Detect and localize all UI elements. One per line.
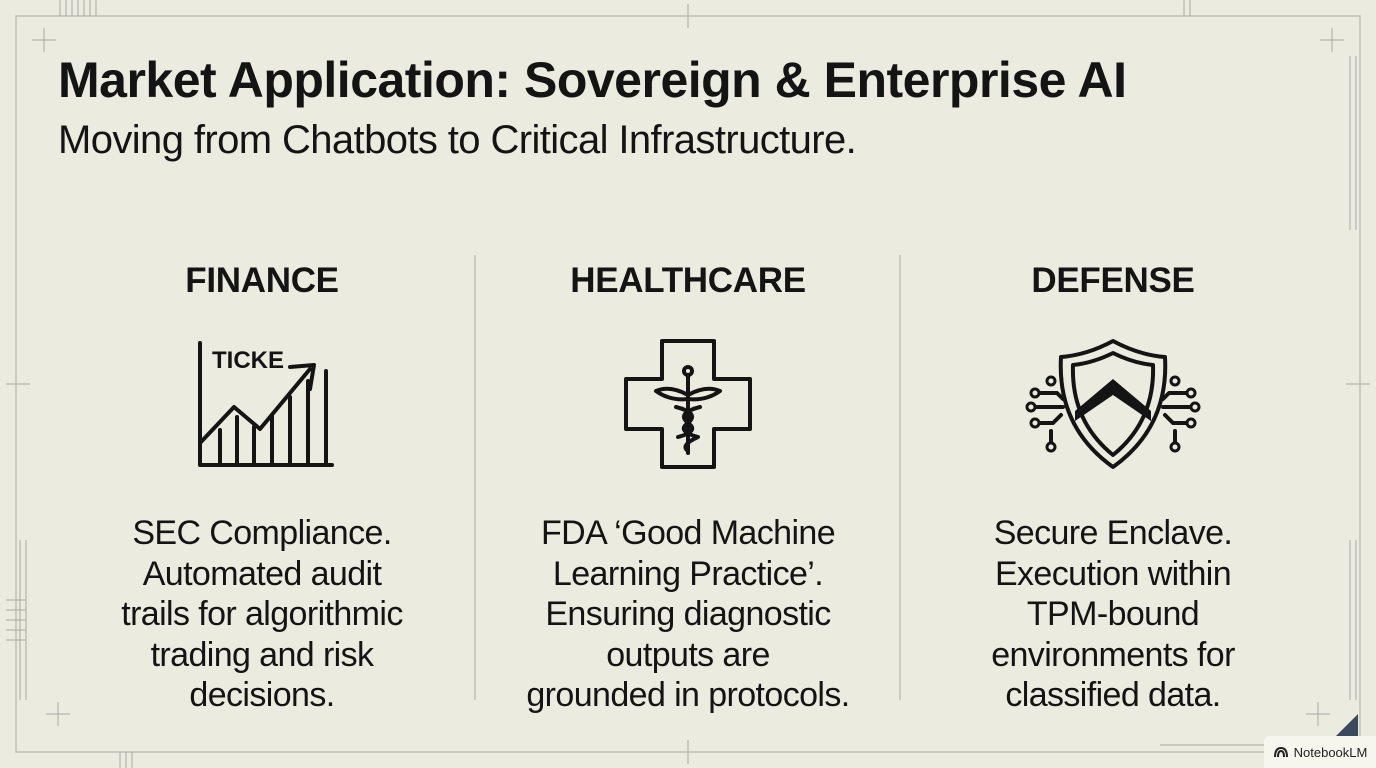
column-text-line: Automated audit [142,554,382,593]
ticker-label: TICKE [212,347,284,374]
column-text-line: trading and risk [150,635,374,674]
column-text-line: grounded in protocols. [526,676,850,714]
circuit-shield-icon [1025,339,1201,469]
column-heading: FINANCE [185,261,339,300]
slide-title: Market Application: Sovereign & Enterpri… [58,52,1127,108]
column-text-line: Learning Practice’. [552,554,824,593]
medical-cross-caduceus-icon [624,339,752,469]
column-text-line: classified data. [1005,676,1221,714]
column-heading: DEFENSE [1031,261,1195,300]
column-text-line: trails for algorithmic [121,595,403,633]
column-text-line: FDA ‘Good Machine [540,514,836,552]
column-finance: FINANCE TICKE SEC Compliance. Automated … [62,255,462,716]
column-text-line: Execution within [994,554,1232,593]
column-text-line: TPM-bound [1026,595,1200,633]
column-defense: DEFENSE Secure Enclave. Execution within… [913,255,1313,716]
column-text-line: Secure Enclave. [993,514,1233,552]
stock-chart-icon: TICKE [198,341,334,467]
column-heading: HEALTHCARE [570,261,806,300]
column-text-line: decisions. [189,676,335,714]
column-text-line: environments for [991,635,1235,674]
column-healthcare: HEALTHCARE FDA ‘Good Machine Learning Pr… [488,255,888,716]
slide-subtitle: Moving from Chatbots to Critical Infrast… [58,118,857,162]
notebooklm-logo-icon [1273,746,1288,758]
column-text-line: Ensuring diagnostic [545,595,831,633]
badge-label: NotebookLM [1293,744,1368,760]
column-text-line: SEC Compliance. [132,514,392,552]
column-text-line: outputs are [606,635,770,674]
notebooklm-badge[interactable]: NotebookLM [1264,736,1376,768]
